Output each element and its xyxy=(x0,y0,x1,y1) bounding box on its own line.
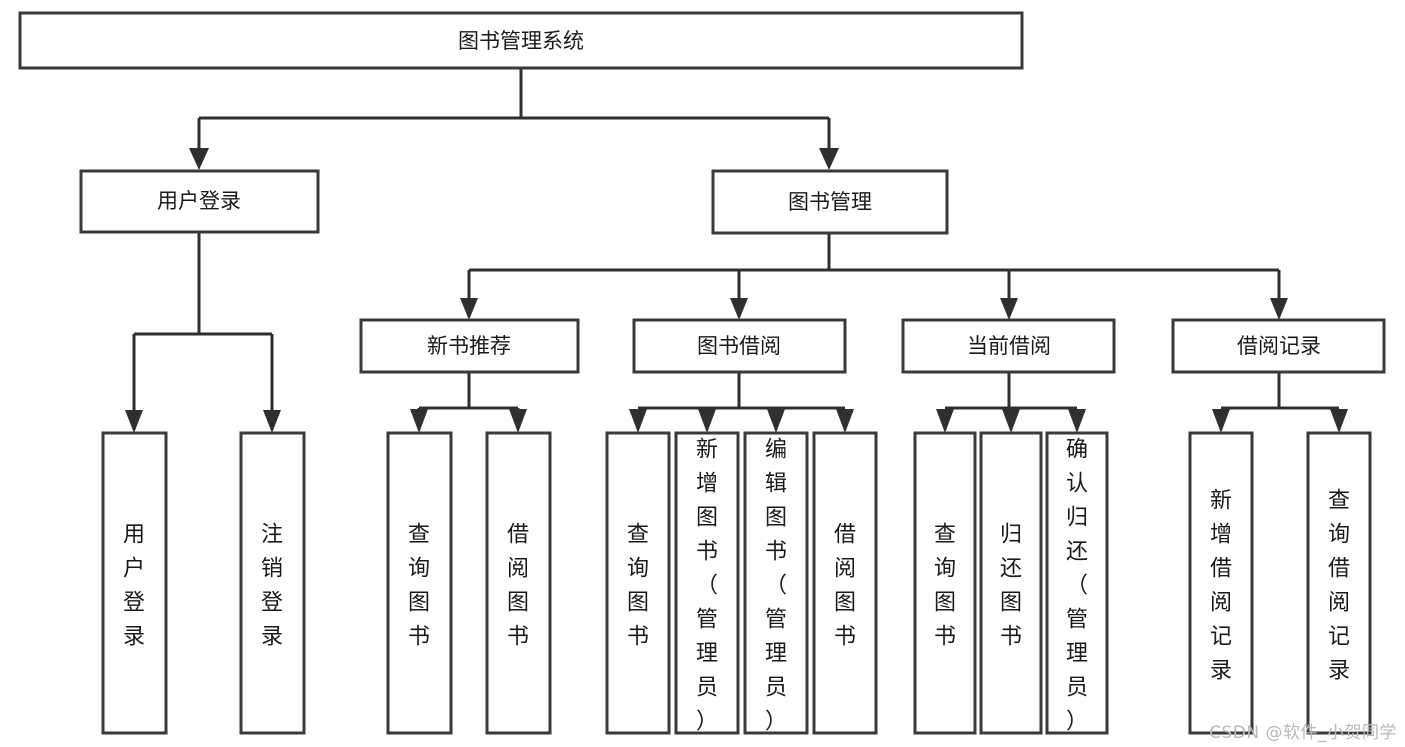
node-new-book-recommend-box[interactable] xyxy=(359,318,580,374)
node-leaf-query-book-2[interactable]: 查询图书 xyxy=(605,431,671,735)
node-leaf-edit-book-admin[interactable]: 编辑图书（管理员） xyxy=(743,431,809,735)
arrow-borrow-leaf-3 xyxy=(767,409,785,433)
node-current-borrow[interactable]: 当前借阅 xyxy=(901,318,1116,374)
node-leaf-query-borrow-record-box[interactable] xyxy=(1306,431,1372,735)
node-borrow-record-label: 借阅记录 xyxy=(1237,334,1321,358)
node-leaf-return-book-label: 归还图书 xyxy=(1000,523,1022,650)
node-leaf-user-login-label: 用户登录 xyxy=(123,523,145,650)
node-leaf-add-borrow-record-box[interactable] xyxy=(1188,431,1254,735)
arrow-borrow-leaf-4 xyxy=(836,409,854,433)
node-leaf-borrow-book-1-box[interactable] xyxy=(485,431,552,735)
node-leaf-user-login[interactable]: 用户登录 xyxy=(101,431,168,735)
node-leaf-edit-book-admin-label: 编辑图书（管理员） xyxy=(765,438,787,735)
arrow-record-leaf-1 xyxy=(1212,409,1230,433)
node-leaf-add-book-admin-label: 新增图书（管理员） xyxy=(696,438,718,735)
node-user-login-label: 用户登录 xyxy=(157,189,241,213)
node-book-management[interactable]: 图书管理 xyxy=(711,169,949,235)
node-leaf-query-book-3-label: 查询图书 xyxy=(934,523,956,650)
arrow-newbook-leaf-2 xyxy=(509,409,527,433)
node-book-borrow-label: 图书借阅 xyxy=(697,334,781,358)
node-leaf-return-book[interactable]: 归还图书 xyxy=(979,431,1043,735)
arrow-to-record xyxy=(1270,298,1288,320)
node-leaf-borrow-book-2[interactable]: 借阅图书 xyxy=(812,431,878,735)
node-leaf-query-book-3[interactable]: 查询图书 xyxy=(913,431,977,735)
node-root-box[interactable] xyxy=(18,11,1024,70)
node-user-login[interactable]: 用户登录 xyxy=(79,169,320,234)
arrow-newbook-leaf-1 xyxy=(410,409,428,433)
node-new-book-recommend[interactable]: 新书推荐 xyxy=(359,318,580,374)
arrow-login-leaf-1 xyxy=(125,410,143,433)
node-book-borrow-box[interactable] xyxy=(632,318,847,374)
arrow-borrow-leaf-2 xyxy=(698,409,716,433)
node-leaf-add-borrow-record-label: 新增借阅记录 xyxy=(1210,489,1232,684)
node-leaf-logout-box[interactable] xyxy=(239,431,306,735)
node-leaf-query-book-2-box[interactable] xyxy=(605,431,671,735)
node-current-borrow-label: 当前借阅 xyxy=(967,334,1051,358)
node-leaf-query-book-1-label: 查询图书 xyxy=(408,523,430,650)
node-leaf-query-book-2-label: 查询图书 xyxy=(627,523,649,650)
node-leaf-borrow-book-1[interactable]: 借阅图书 xyxy=(485,431,552,735)
node-leaf-logout-label: 注销登录 xyxy=(261,523,283,650)
node-current-borrow-box[interactable] xyxy=(901,318,1116,374)
arrow-login-leaf-2 xyxy=(263,410,281,433)
node-leaf-borrow-book-2-box[interactable] xyxy=(812,431,878,735)
node-leaf-query-book-3-box[interactable] xyxy=(913,431,977,735)
node-book-management-box[interactable] xyxy=(711,169,949,235)
node-root-label: 图书管理系统 xyxy=(458,29,584,53)
node-user-login-box[interactable] xyxy=(79,169,320,234)
node-book-management-label: 图书管理 xyxy=(788,190,872,214)
node-new-book-recommend-label: 新书推荐 xyxy=(427,334,511,358)
node-leaf-user-login-box[interactable] xyxy=(101,431,168,735)
arrow-root-to-bookmgmt xyxy=(819,148,839,170)
arrow-to-current xyxy=(1000,298,1018,320)
arrow-current-leaf-3 xyxy=(1068,409,1086,433)
node-leaf-query-book-1[interactable]: 查询图书 xyxy=(386,431,453,735)
arrow-record-leaf-2 xyxy=(1330,409,1348,433)
arrow-root-to-login xyxy=(189,148,209,170)
node-leaf-query-borrow-record[interactable]: 查询借阅记录 xyxy=(1306,431,1372,735)
arrow-to-borrow xyxy=(730,298,748,320)
node-leaf-add-book-admin[interactable]: 新增图书（管理员） xyxy=(674,431,740,735)
node-leaf-add-borrow-record[interactable]: 新增借阅记录 xyxy=(1188,431,1254,735)
arrow-current-leaf-1 xyxy=(936,409,954,433)
node-leaf-logout[interactable]: 注销登录 xyxy=(239,431,306,735)
node-leaf-borrow-book-1-label: 借阅图书 xyxy=(507,523,529,650)
node-leaf-confirm-return-admin[interactable]: 确认归还（管理员） xyxy=(1045,431,1109,735)
node-leaf-return-book-box[interactable] xyxy=(979,431,1043,735)
node-book-borrow[interactable]: 图书借阅 xyxy=(632,318,847,374)
arrow-current-leaf-2 xyxy=(1002,409,1020,433)
connector-layer xyxy=(125,68,1348,433)
node-leaf-add-book-admin-box[interactable] xyxy=(674,431,740,735)
node-borrow-record[interactable]: 借阅记录 xyxy=(1171,318,1386,374)
node-leaf-confirm-return-admin-box[interactable] xyxy=(1045,431,1109,735)
node-leaf-confirm-return-admin-label: 确认归还（管理员） xyxy=(1066,438,1088,735)
node-borrow-record-box[interactable] xyxy=(1171,318,1386,374)
arrow-to-newbook xyxy=(460,298,478,320)
node-leaf-edit-book-admin-box[interactable] xyxy=(743,431,809,735)
node-root[interactable]: 图书管理系统 xyxy=(18,11,1024,70)
node-leaf-borrow-book-2-label: 借阅图书 xyxy=(834,523,856,650)
node-leaf-query-borrow-record-label: 查询借阅记录 xyxy=(1328,489,1350,684)
arrow-borrow-leaf-1 xyxy=(629,409,647,433)
node-leaf-query-book-1-box[interactable] xyxy=(386,431,453,735)
